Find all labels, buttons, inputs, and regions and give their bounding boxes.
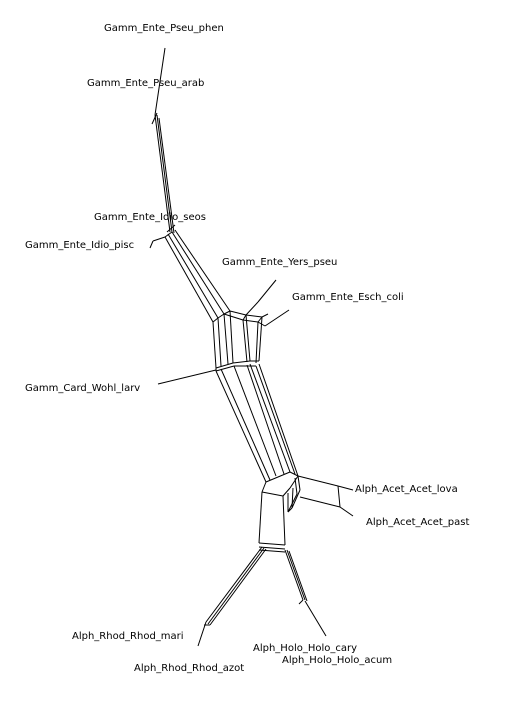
- box-lower: [215, 363, 299, 483]
- box-middle: [157, 310, 263, 385]
- branch-acet: [294, 475, 354, 517]
- branch-holo: [284, 549, 327, 637]
- taxon-label-acet-lova: Alph_Acet_Acet_lova: [355, 484, 458, 495]
- branch-rhod: [197, 546, 267, 647]
- taxon-label-pseu-phen: Gamm_Ente_Pseu_phen: [104, 23, 224, 34]
- taxon-label-acet-past: Alph_Acet_Acet_past: [366, 517, 470, 528]
- taxon-label-idio-pisc: Gamm_Ente_Idio_pisc: [25, 240, 135, 251]
- taxon-label-idio-seos: Gamm_Ente_Idio_seos: [94, 212, 206, 223]
- box-bottom: [258, 475, 301, 553]
- taxon-label-holo-cary: Alph_Holo_Holo_cary: [253, 643, 358, 654]
- taxon-label-pseu-arab: Gamm_Ente_Pseu_arab: [87, 78, 205, 89]
- box-upper: [164, 229, 290, 327]
- branch-idio: [149, 224, 176, 249]
- taxon-label-rhod-mari: Alph_Rhod_Rhod_mari: [72, 631, 184, 642]
- branch-pseu: [151, 47, 175, 234]
- taxon-label-yers-pseu: Gamm_Ente_Yers_pseu: [222, 257, 338, 268]
- taxon-label-holo-acum: Alph_Holo_Holo_acum: [282, 655, 393, 666]
- taxon-label-wohl-larv: Gamm_Card_Wohl_larv: [25, 383, 141, 394]
- taxon-label-esch-coli: Gamm_Ente_Esch_coli: [292, 292, 404, 303]
- taxon-label-rhod-azot: Alph_Rhod_Rhod_azot: [134, 663, 245, 674]
